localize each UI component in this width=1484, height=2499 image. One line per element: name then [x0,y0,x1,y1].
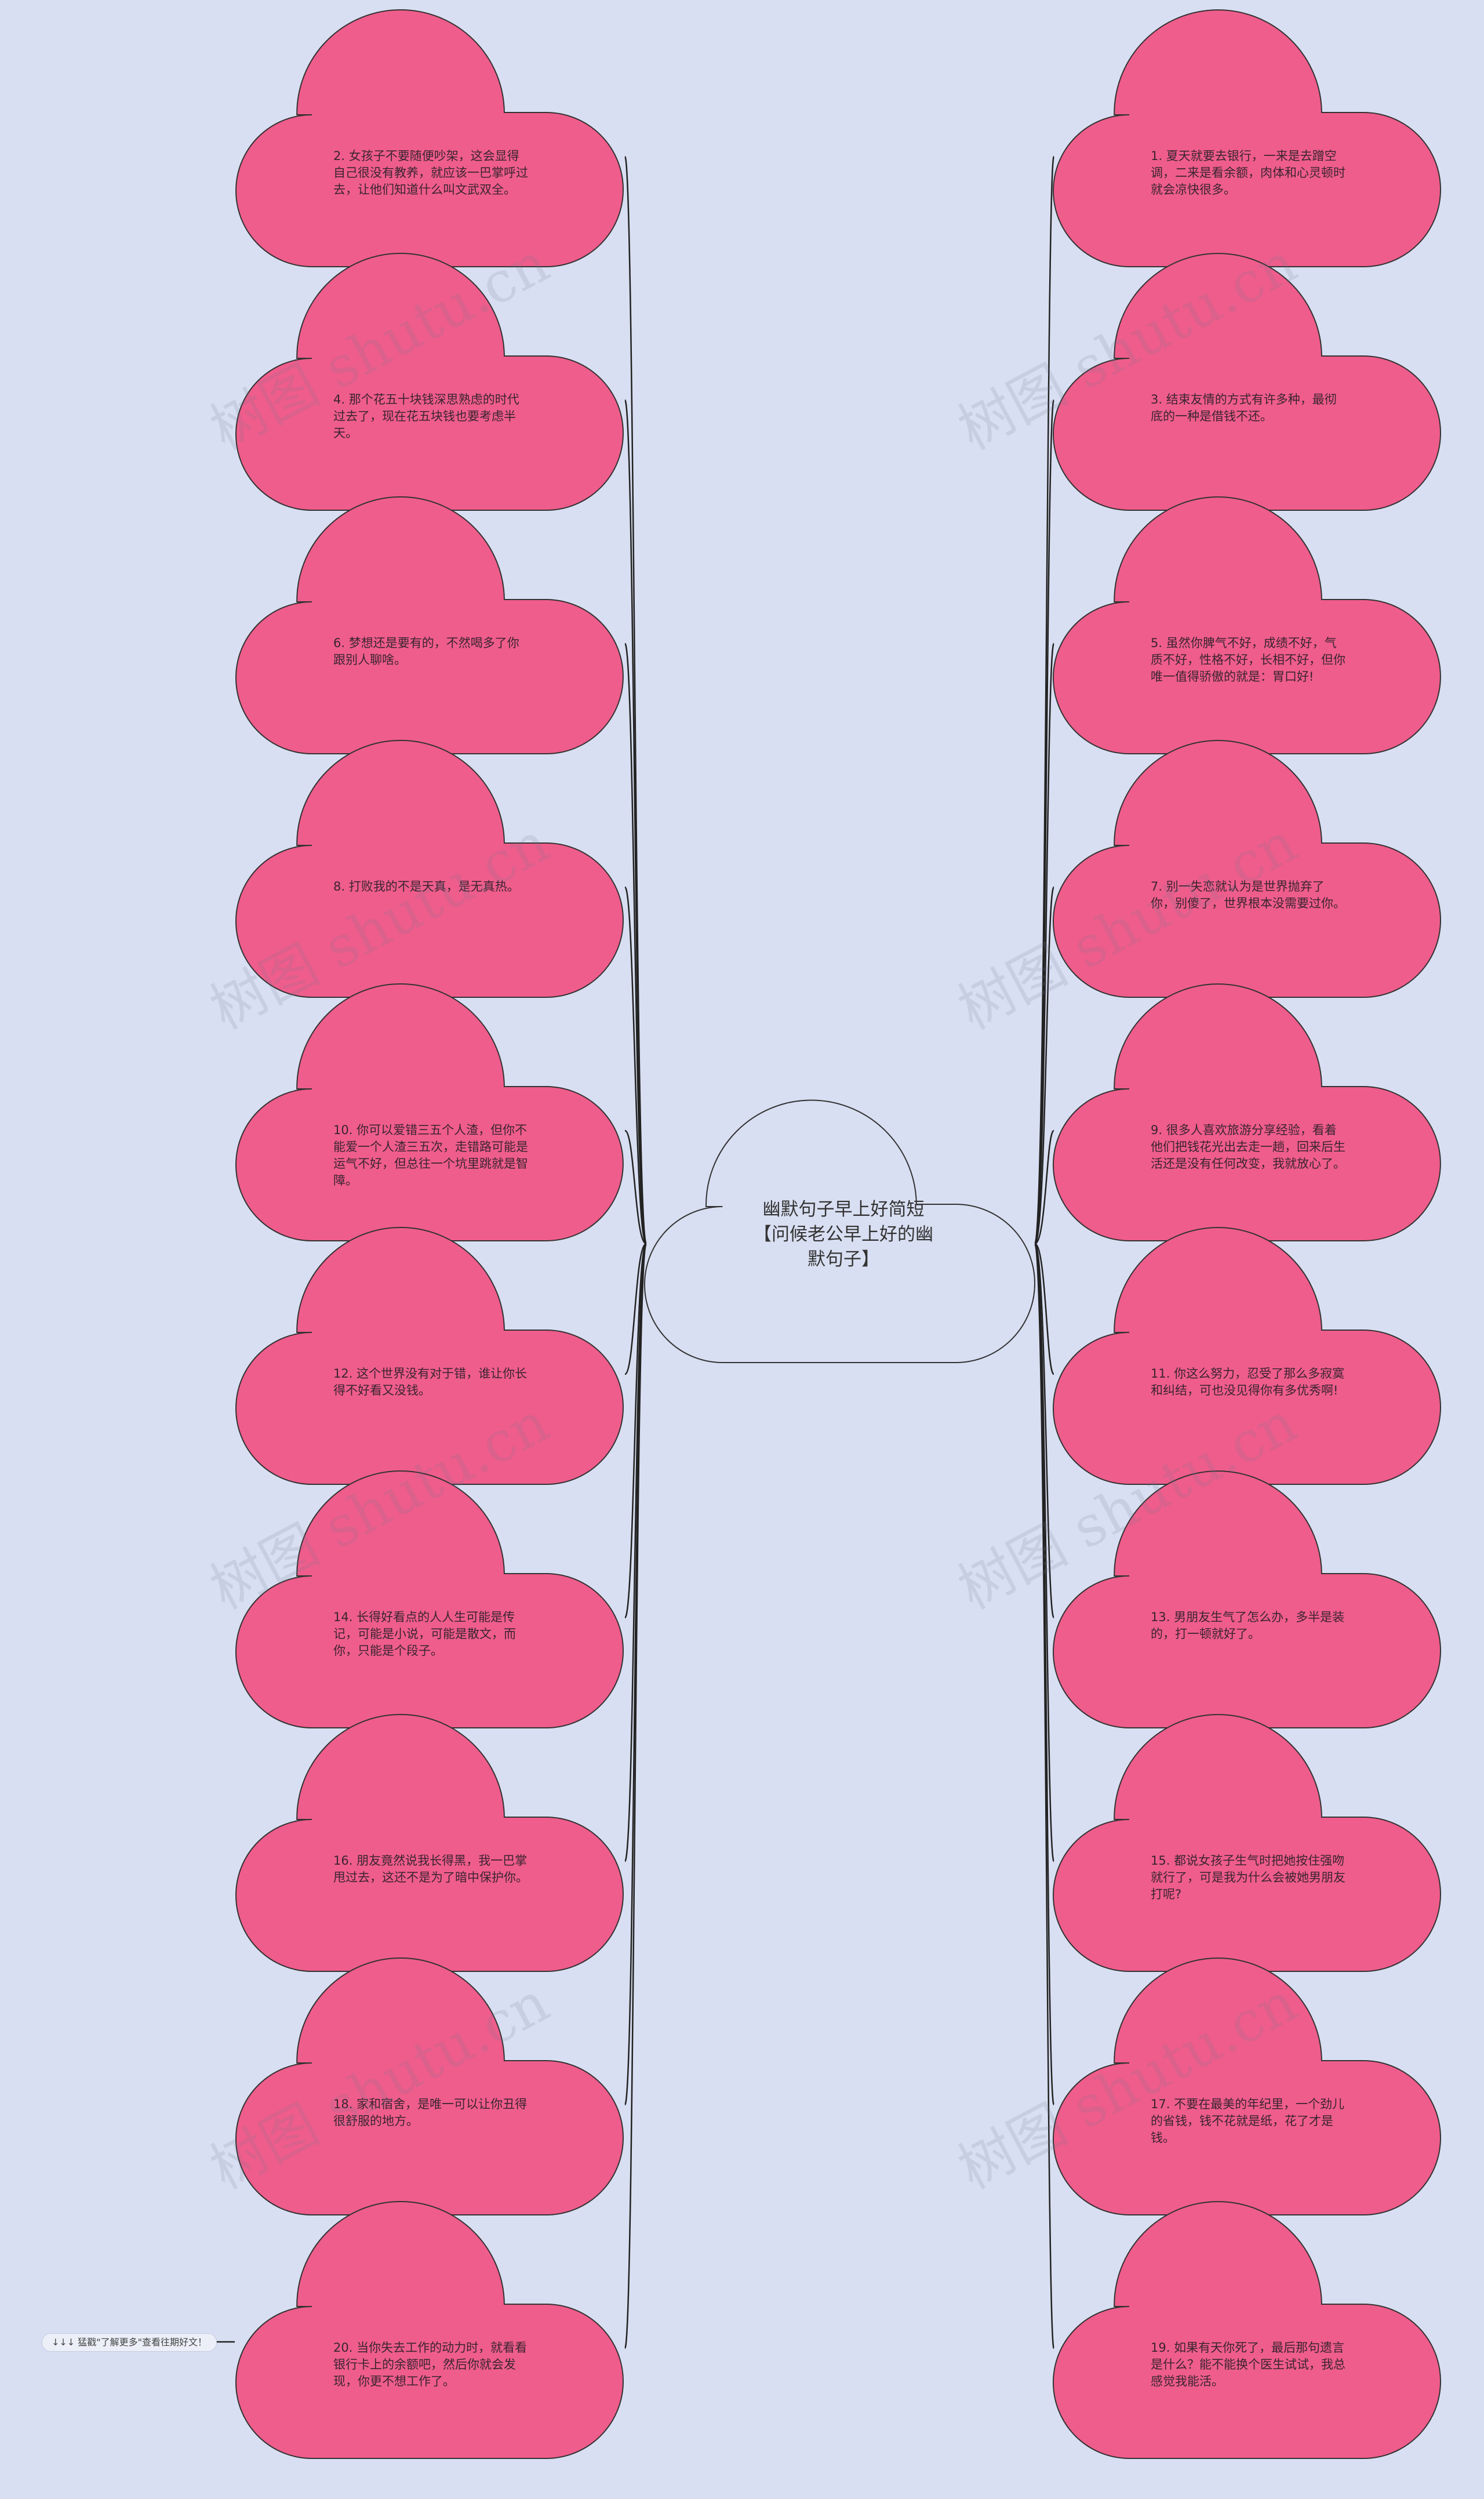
left-node-cloud-4 [235,740,624,998]
left-node-cloud-9 [235,1957,624,2215]
right-node-cloud-1 [1053,9,1441,267]
right-node-text-3: 5. 虽然你脾气不好，成绩不好，气质不好，性格不好，长相不好，但你唯一值得骄傲的… [1151,636,1345,684]
left-node-cloud-7 [235,1470,624,1728]
right-node-cloud-7 [1053,1470,1441,1728]
center-topic-cloud [644,1099,1035,1363]
right-node-cloud-5 [1053,983,1441,1241]
right-connector-3 [1034,642,1055,1245]
left-node-text-5: 10. 你可以爱错三五个人渣，但你不能爱一个人渣三五次，走错路可能是运气不好，但… [333,1123,528,1187]
left-connector-4 [624,886,648,1245]
left-node-text-1: 2. 女孩子不要随便吵架，这会显得自己很没有教养，就应该一巴掌呼过去，让他们知道… [333,149,528,197]
right-connector-2 [1034,399,1055,1245]
left-node-text-6: 12. 这个世界没有对于错，谁让你长得不好看又没钱。 [333,1367,528,1397]
left-node-cloud-10 [235,2201,624,2459]
right-node-text-8: 15. 都说女孩子生气时把她按住强吻就行了，可是我为什么会被她男朋友打呢? [1151,1854,1345,1901]
right-node-text-2: 3. 结束友情的方式有许多种，最彻底的一种是借钱不还。 [1151,393,1337,423]
left-connector-6 [624,1243,647,1375]
left-connector-10 [624,1243,648,2349]
left-connector-5 [624,1129,647,1245]
right-node-text-9: 17. 不要在最美的年纪里，一个劲儿的省钱，钱不花就是纸，花了才是钱。 [1151,2097,1345,2145]
left-node-cloud-3 [235,496,624,754]
right-node-cloud-6 [1053,1227,1441,1485]
right-node-text-10: 19. 如果有天你死了，最后那句遗言是什么？能不能换个医生试试，我总感觉我能活。 [1151,2341,1345,2388]
left-node-text-4: 8. 打败我的不是天真，是无真热。 [333,880,519,893]
cloud-nodes [235,9,1441,2459]
right-connector-7 [1034,1243,1055,1619]
left-node-text-9: 18. 家和宿舍，是唯一可以让你丑得很舒服的地方。 [333,2097,528,2128]
right-node-cloud-9 [1053,1957,1441,2215]
right-connector-10 [1034,1243,1055,2349]
more-articles-hint[interactable]: ↓↓↓ 猛戳"了解更多"查看往期好文！ [42,2333,217,2352]
center-topic-text: 幽默句子早上好简短【问候老公早上好的幽默句子】 [754,1199,933,1270]
right-node-cloud-3 [1053,496,1441,754]
right-connector-6 [1034,1243,1055,1375]
left-node-text-7: 14. 长得好看点的人人生可能是传记，可能是小说，可能是散文，而你，只能是个段子… [333,1610,516,1658]
right-node-text-4: 7. 别一失恋就认为是世界抛弃了你，别傻了，世界根本没需要过你。 [1151,880,1345,910]
connector-lines [216,155,1055,2349]
right-node-cloud-8 [1053,1714,1441,1972]
left-node-text-8: 16. 朋友竟然说我长得黑，我一巴掌甩过去，这还不是为了暗中保护你。 [333,1854,528,1884]
right-node-text-7: 13. 男朋友生气了怎么办，多半是装的，打一顿就好了。 [1151,1610,1345,1641]
left-node-cloud-5 [235,983,624,1241]
left-node-cloud-1 [235,9,624,267]
left-node-cloud-8 [235,1714,624,1972]
left-node-text-2: 4. 那个花五十块钱深思熟虑的时代过去了，现在花五块钱也要考虑半天。 [333,393,519,440]
left-node-cloud-2 [235,253,624,511]
right-connector-5 [1034,1129,1055,1245]
left-node-cloud-6 [235,1227,624,1485]
left-connector-7 [624,1243,648,1619]
right-connector-4 [1034,886,1055,1245]
right-node-text-1: 1. 夏天就要去银行，一来是去蹭空调，二来是看余额，肉体和心灵顿时就会凉快很多。 [1151,149,1345,197]
left-node-text-10: 20. 当你失去工作的动力时，就看看银行卡上的余额吧，然后你就会发现，你更不想工… [333,2341,528,2388]
right-node-cloud-4 [1053,740,1441,998]
right-node-cloud-10 [1053,2201,1441,2459]
right-node-text-5: 9. 很多人喜欢旅游分享经验，看着他们把钱花光出去走一趟，回来后生活还是没有任何… [1151,1123,1345,1171]
left-connector-3 [624,642,648,1245]
right-node-text-6: 11. 你这么努力，忍受了那么多寂寞和纠结，可也没见得你有多优秀啊! [1151,1367,1345,1397]
right-node-cloud-2 [1053,253,1441,511]
left-connector-2 [624,399,648,1245]
left-node-text-3: 6. 梦想还是要有的，不然喝多了你跟别人聊啥。 [333,636,519,667]
